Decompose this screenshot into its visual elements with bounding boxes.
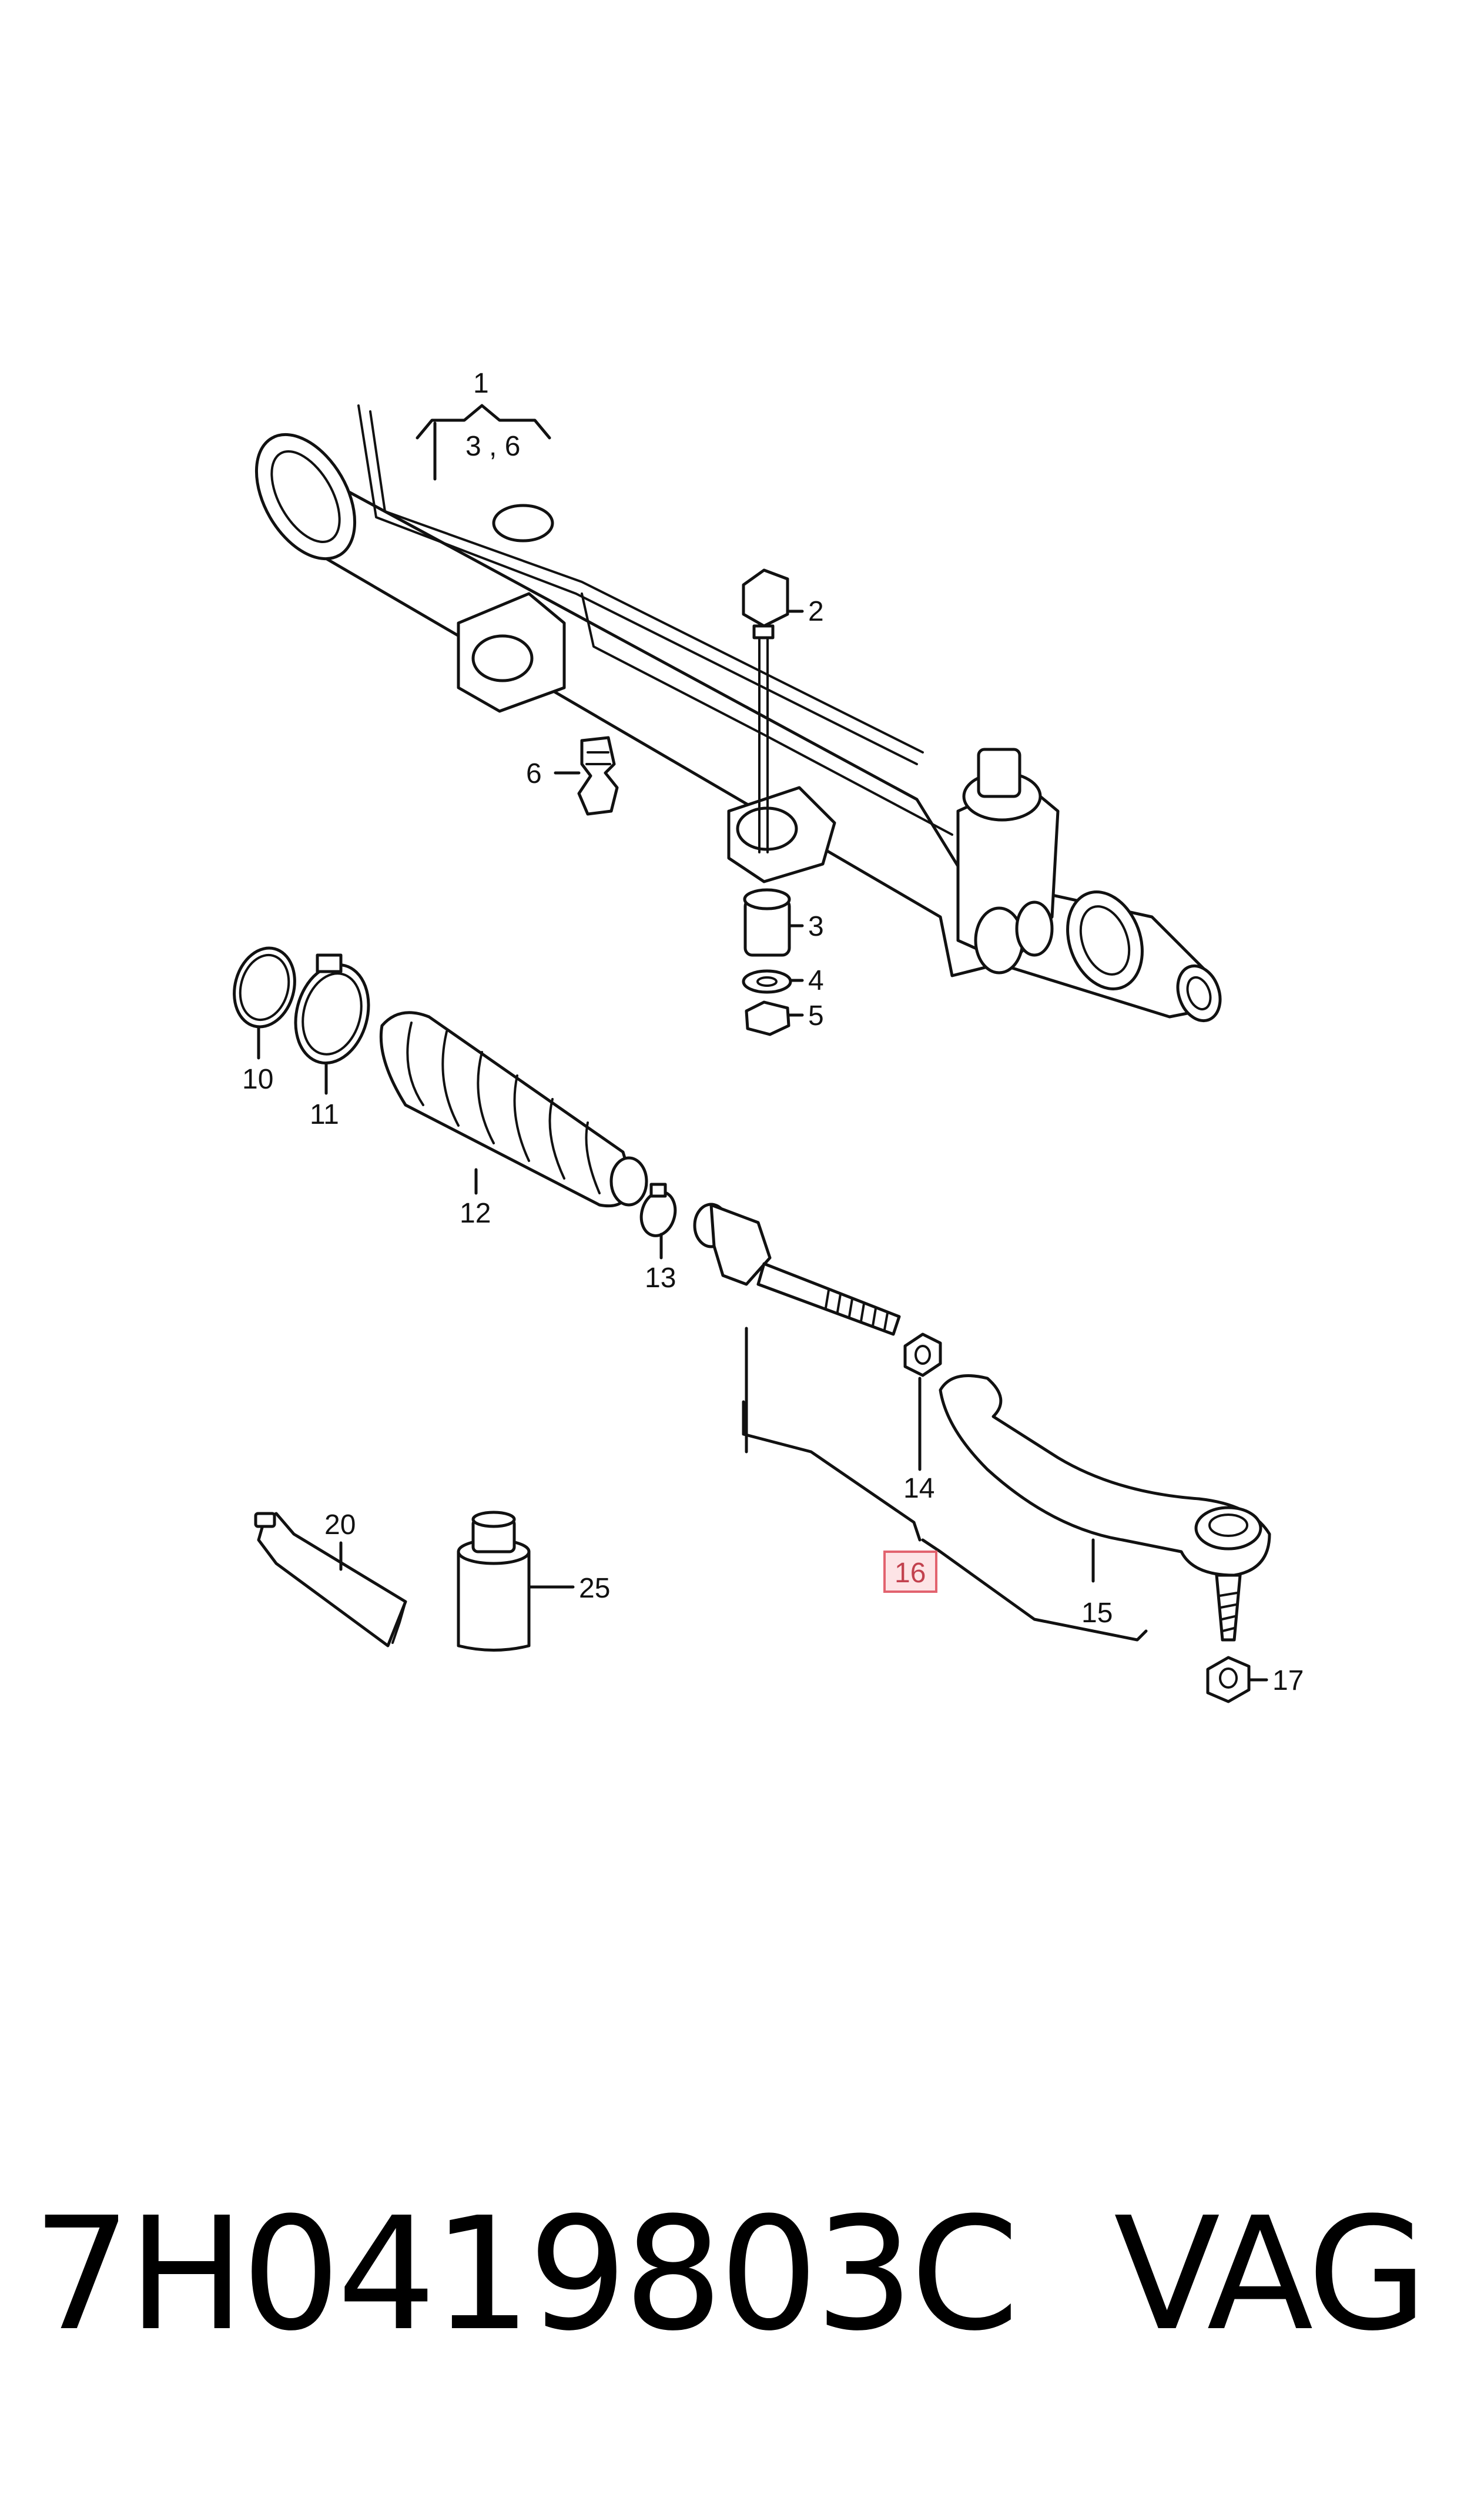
callout-25: 25 xyxy=(579,1573,610,1604)
tie-rod-end xyxy=(939,1374,1271,1642)
part-number: 7H0419803C xyxy=(32,2184,1019,2365)
callout-12: 12 xyxy=(460,1198,491,1229)
callout-6: 6 xyxy=(526,758,542,789)
bellows-boot xyxy=(379,1011,648,1208)
lock-nut xyxy=(903,1332,942,1377)
callout-1-bracket xyxy=(416,404,551,440)
washer xyxy=(742,969,792,994)
brand-name: VAG xyxy=(1114,2184,1428,2365)
callout-1: 1 xyxy=(473,368,489,399)
callout-13: 13 xyxy=(645,1263,676,1294)
callout-17: 17 xyxy=(1272,1665,1304,1696)
callout-5: 5 xyxy=(808,1000,824,1032)
callout-15: 15 xyxy=(1081,1598,1113,1629)
mounting-bolt xyxy=(742,568,789,853)
callout-16-highlight-box[interactable] xyxy=(883,1551,937,1593)
o-ring xyxy=(233,946,296,1029)
callout-1-sub: 3 , 6 xyxy=(465,431,520,462)
hex-nut xyxy=(745,1000,790,1036)
self-locking-nut xyxy=(1206,1656,1251,1703)
part-number-footer: 7H0419803C VAG xyxy=(0,2186,1484,2363)
callout-14: 14 xyxy=(903,1473,934,1504)
hose-clamp-large xyxy=(294,953,370,1065)
hose-clamp-small xyxy=(639,1183,677,1237)
fluid-bottle xyxy=(457,1511,531,1652)
callout-10: 10 xyxy=(242,1064,273,1095)
callout-16-bracket-right xyxy=(921,1538,1148,1642)
steering-rack-housing xyxy=(254,404,1222,1023)
callout-11: 11 xyxy=(310,1099,339,1130)
retaining-clip xyxy=(577,736,619,816)
callout-20: 20 xyxy=(324,1509,356,1541)
rubber-bush xyxy=(743,888,791,957)
callout-16-bracket-left xyxy=(742,1400,922,1542)
callout-4: 4 xyxy=(808,965,824,996)
grease-tube xyxy=(254,1512,407,1648)
callout-16[interactable]: 16 xyxy=(895,1558,926,1589)
callout-3: 3 xyxy=(808,911,824,942)
inner-tie-rod xyxy=(693,1203,901,1336)
callout-2: 2 xyxy=(808,596,824,627)
